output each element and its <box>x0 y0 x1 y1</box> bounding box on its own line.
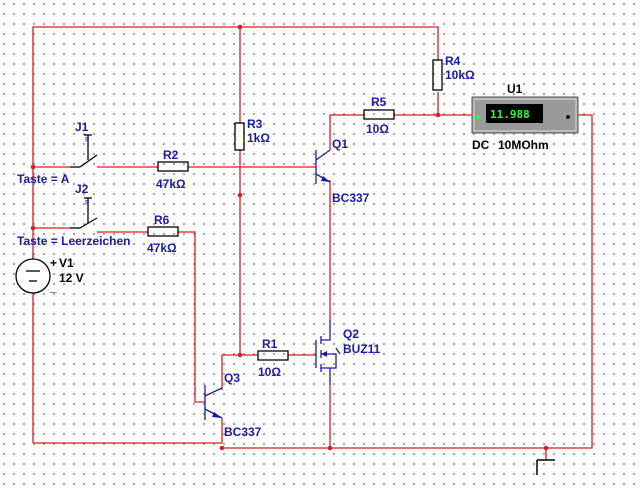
npn-transistor-icon <box>204 385 223 420</box>
r2-ref: R2 <box>163 148 179 162</box>
svg-text:F: F <box>85 200 89 207</box>
transistor-q1[interactable]: Q1 BC337 <box>315 137 370 205</box>
junctions <box>30 24 549 451</box>
spst-switch-icon: F <box>70 134 98 168</box>
r5-ref: R5 <box>371 95 387 109</box>
q3-ref: Q3 <box>224 371 240 385</box>
voltage-source-v1[interactable]: + V1 12 V _ <box>15 256 84 294</box>
u1-mode: DC <box>472 138 490 152</box>
r6-value: 47kΩ <box>147 241 177 255</box>
r4-ref: R4 <box>445 54 461 68</box>
r2-value: 47kΩ <box>156 177 186 191</box>
j1-ref: J1 <box>75 120 89 134</box>
q1-model: BC337 <box>332 191 370 205</box>
resistor-icon <box>363 109 395 120</box>
q2-ref: Q2 <box>343 327 359 341</box>
resistor-icon <box>257 350 289 361</box>
voltmeter-icon <box>471 96 579 134</box>
resistor-r3[interactable]: R3 1kΩ <box>234 117 270 151</box>
q1-ref: Q1 <box>332 137 348 151</box>
r6-ref: R6 <box>154 213 170 227</box>
meter-reading: 11.988 <box>490 108 530 121</box>
wires <box>32 26 593 460</box>
j1-key-label: Taste = A <box>17 172 70 186</box>
npn-transistor-icon <box>315 149 331 184</box>
svg-text:F: F <box>85 137 89 144</box>
transistor-q3[interactable]: Q3 BC337 <box>204 371 262 439</box>
mosfet-q2[interactable]: Q2 BUZ11 <box>315 320 381 385</box>
resistor-icon <box>234 122 245 151</box>
r5-value: 10Ω <box>366 122 389 136</box>
v1-plus: + <box>50 256 57 270</box>
resistor-icon <box>432 59 443 91</box>
resistor-r6[interactable]: R6 47kΩ <box>147 213 179 255</box>
resistor-r5[interactable]: R5 10Ω <box>363 95 395 136</box>
ground-icon <box>536 459 555 475</box>
r3-ref: R3 <box>247 117 263 131</box>
u1-ref: U1 <box>507 82 523 96</box>
dc-voltage-source-icon <box>15 258 51 294</box>
switch-j1[interactable]: F J1 <box>70 120 98 168</box>
r1-ref: R1 <box>262 337 278 351</box>
r3-value: 1kΩ <box>247 131 270 145</box>
resistor-r1[interactable]: R1 10Ω <box>257 337 289 379</box>
v1-value: 12 V <box>59 271 84 285</box>
resistor-icon <box>147 226 179 237</box>
r1-value: 10Ω <box>258 365 281 379</box>
r4-value: 10kΩ <box>445 68 475 82</box>
q3-model: BC337 <box>224 425 262 439</box>
switch-j2[interactable]: F J2 <box>70 182 98 229</box>
spst-switch-icon: F <box>70 197 98 229</box>
j2-ref: J2 <box>75 182 89 196</box>
v1-minus: _ <box>49 280 57 294</box>
v1-ref: V1 <box>59 256 74 270</box>
resistor-r4[interactable]: R4 10kΩ <box>432 54 475 91</box>
u1-impedance: 10MOhm <box>498 138 549 152</box>
resistor-r2[interactable]: R2 47kΩ <box>156 148 189 191</box>
nmos-transistor-icon <box>315 320 341 385</box>
resistor-icon <box>157 161 189 172</box>
voltmeter-u1[interactable]: 11.988 U1 DC 10MOhm <box>471 82 579 152</box>
q2-model: BUZ11 <box>343 342 381 356</box>
j2-key-label: Taste = Leerzeichen <box>17 234 131 248</box>
